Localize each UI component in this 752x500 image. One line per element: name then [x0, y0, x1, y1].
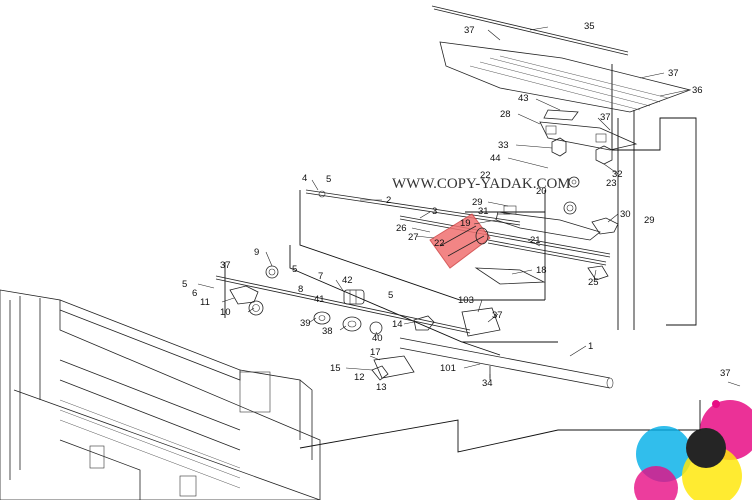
callout-11: 11: [200, 297, 210, 308]
cmyk-logo: [634, 400, 752, 500]
callout-3: 3: [432, 206, 437, 217]
part-10-bearing: [248, 300, 264, 316]
part-7-shaft: [215, 275, 471, 334]
callout-29: 29: [472, 197, 483, 208]
callout-22[interactable]: 22: [434, 238, 445, 249]
callout-34: 34: [482, 378, 493, 389]
watermark-text: WWW.COPY-YADAK.COM: [392, 176, 571, 192]
callout-21: 21: [530, 235, 541, 246]
part-33-clip: [551, 137, 567, 157]
part-17-plate: [373, 355, 415, 379]
callout-37: 37: [600, 112, 611, 123]
leader-lines: [197, 26, 741, 387]
callout-37: 37: [668, 68, 679, 79]
callout-44: 44: [490, 153, 501, 164]
callout-42: 42: [342, 275, 353, 286]
part-30-bracket: [591, 217, 619, 235]
callout-30: 30: [620, 209, 631, 220]
callout-37: 37: [464, 25, 475, 36]
part-40-roller: [369, 321, 383, 335]
callout-4: 4: [302, 173, 307, 184]
callout-41: 41: [314, 294, 325, 305]
callout-7: 7: [318, 271, 323, 282]
part-11-bracket: [229, 285, 259, 305]
part-18-plate: [474, 267, 546, 285]
callout-18: 18: [536, 265, 547, 276]
callout-19: 19: [460, 218, 471, 229]
part-35-rail: [431, 5, 629, 56]
callout-101: 101: [440, 363, 456, 374]
callout-35: 35: [584, 21, 595, 32]
callout-40: 40: [372, 333, 383, 344]
callout-103: 103: [458, 295, 474, 306]
part-2-shaft: [305, 189, 521, 226]
part-22-roller-highlight[interactable]: [429, 213, 491, 269]
callout-15: 15: [330, 363, 341, 374]
callout-labels: 35 37 37 36 43 28 37 33 44 32 22 20 23 4…: [182, 21, 731, 393]
part-20-gear: [563, 176, 580, 215]
callout-29: 29: [644, 215, 655, 226]
main-chassis: [0, 289, 321, 500]
callout-27: 27: [408, 232, 419, 243]
callout-5: 5: [182, 279, 187, 290]
callout-8: 8: [298, 284, 303, 295]
part-9-bearing: [265, 265, 279, 279]
callout-6: 6: [192, 288, 197, 299]
callout-37: 37: [492, 310, 503, 321]
part-25-bracket: [587, 265, 609, 281]
callout-9: 9: [254, 247, 259, 258]
callout-13: 13: [376, 382, 387, 393]
part-43-sheet: [543, 109, 579, 121]
callout-25: 25: [588, 277, 599, 288]
part-28-bracket: [539, 121, 638, 151]
callout-2: 2: [386, 195, 391, 206]
callout-38: 38: [322, 326, 333, 337]
callout-28: 28: [500, 109, 511, 120]
part-31-guide: [495, 205, 601, 241]
callout-14: 14: [392, 319, 403, 330]
callout-20: 20: [536, 186, 547, 197]
part-14-clip: [413, 315, 435, 331]
part-21-shaft: [487, 239, 607, 266]
part-1-roller: [399, 337, 614, 389]
callout-33: 33: [498, 140, 509, 151]
callout-43: 43: [518, 93, 529, 104]
callout-5: 5: [292, 264, 297, 275]
callout-26: 26: [396, 223, 407, 234]
callout-39: 39: [300, 318, 311, 329]
part-39-roller: [313, 311, 331, 325]
part-103-bracket: [461, 307, 501, 337]
callout-5: 5: [326, 174, 331, 185]
part-38-roller: [342, 316, 362, 332]
callout-37: 37: [720, 368, 731, 379]
callout-31: 31: [478, 206, 489, 217]
callout-37: 37: [220, 260, 231, 271]
callout-1: 1: [588, 341, 593, 352]
part-32-clip: [595, 145, 613, 165]
callout-36: 36: [692, 85, 703, 96]
callout-10: 10: [220, 307, 231, 318]
callout-5: 5: [388, 290, 393, 301]
part-36-top-plate: [439, 41, 692, 113]
callout-23: 23: [606, 178, 617, 189]
part-15-bracket: [371, 365, 389, 381]
part-42-roller: [343, 289, 365, 305]
callout-22: 22: [480, 170, 491, 181]
callout-32: 32: [612, 169, 623, 180]
callout-12: 12: [354, 372, 365, 383]
callout-17: 17: [370, 347, 381, 358]
part-3-shaft: [399, 215, 611, 258]
